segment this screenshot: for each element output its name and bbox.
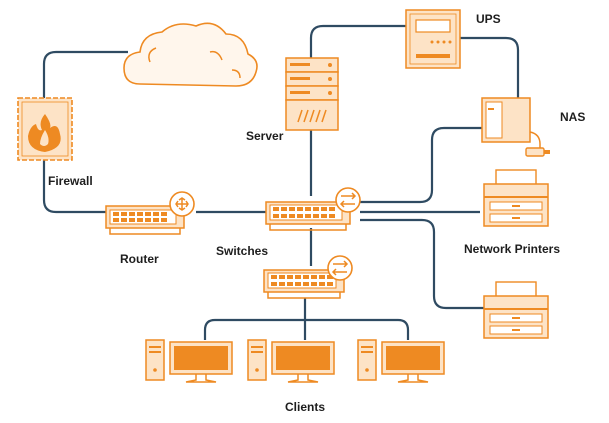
label-ups: UPS — [476, 12, 501, 26]
wire-switch-clients — [203, 298, 410, 340]
client-computer-icon-1 — [145, 339, 233, 383]
client-computer-icon-3 — [357, 339, 445, 383]
label-network-printers: Network Printers — [464, 242, 561, 256]
router-icon — [105, 191, 195, 235]
label-firewall: Firewall — [48, 174, 93, 188]
wire-ups-nas — [460, 36, 520, 98]
printer-icon-1 — [483, 169, 549, 227]
label-switches: Switches — [216, 244, 269, 258]
connection-lines — [42, 24, 520, 340]
wire-firewall-router — [42, 160, 106, 214]
cloud-icon — [123, 22, 258, 87]
client-computer-icon-2 — [247, 339, 335, 383]
printer-icon-2 — [483, 281, 549, 339]
main-switch-icon — [265, 187, 361, 231]
nas-icon — [481, 97, 550, 157]
ups-icon — [405, 9, 461, 69]
wire-switch-printer-2 — [360, 218, 484, 310]
wire-switch-nas — [360, 126, 482, 204]
wire-cloud-firewall — [42, 50, 128, 98]
lower-switch-icon — [263, 255, 353, 299]
label-router: Router — [120, 252, 159, 266]
label-server: Server — [246, 129, 284, 143]
label-nas: NAS — [560, 110, 586, 124]
label-clients: Clients — [285, 400, 326, 414]
server-icon — [285, 57, 339, 131]
firewall-icon — [17, 97, 73, 161]
wire-server-ups — [309, 24, 406, 58]
